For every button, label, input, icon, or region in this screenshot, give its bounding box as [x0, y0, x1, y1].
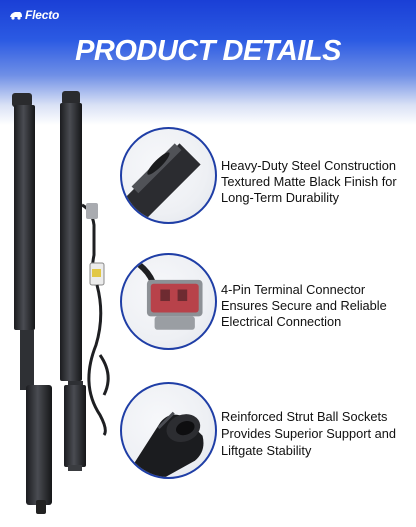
steel-tube-icon [122, 143, 201, 222]
brand-name: Flecto [25, 8, 60, 22]
detail-circle-socket [120, 382, 217, 479]
detail-circle-steel [120, 127, 217, 224]
liftgate-struts-image [12, 91, 110, 514]
feature-text-line: Electrical Connection [221, 314, 342, 329]
feature-text-line: Liftgate Stability [221, 443, 312, 458]
feature-text-line: 4-Pin Terminal Connector [221, 282, 366, 297]
connector-icon [137, 262, 203, 330]
feature-text-line: Long-Term Durability [221, 190, 340, 205]
feature-text-line: Heavy-Duty Steel Construction [221, 158, 396, 173]
feature-text-line: Provides Superior Support and [221, 426, 396, 441]
feature-text-line: Ensures Secure and Reliable [221, 298, 387, 313]
detail-circle-connector [120, 253, 217, 350]
car-icon [10, 12, 22, 20]
ball-socket-icon [129, 411, 204, 477]
feature-text-line: Reinforced Strut Ball Sockets [221, 409, 388, 424]
feature-text-line: Textured Matte Black Finish for [221, 174, 397, 189]
brand-logo: Flecto [9, 7, 59, 23]
page-title: PRODUCT DETAILS [75, 35, 341, 67]
